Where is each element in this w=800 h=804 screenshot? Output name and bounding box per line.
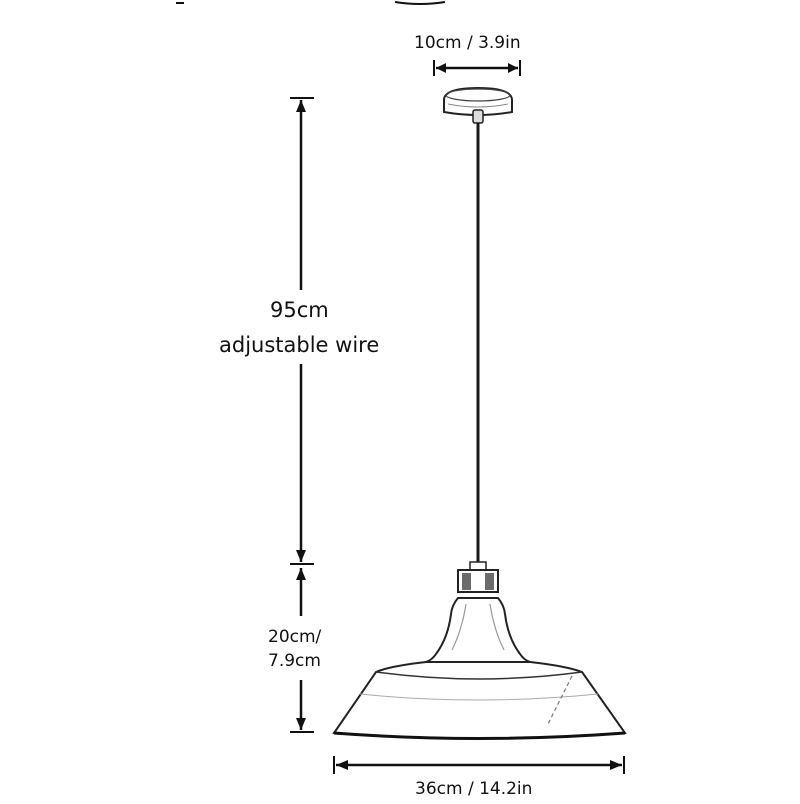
wire-note-label: adjustable wire [219,333,380,357]
shade-width-label: 36cm / 14.2in [415,779,533,799]
lamp-socket [457,561,499,599]
canopy-width-dimension [433,60,521,76]
cropped-edge-remnant [176,1,446,5]
shade-height-label-line2: 7.9cm [268,651,321,671]
ceiling-canopy [443,86,513,124]
shade-height-dimension [290,568,314,733]
lamp-shade [332,597,627,740]
wire-length-dimension [290,97,314,565]
canopy-width-label: 10cm / 3.9in [414,33,521,53]
wire-length-label: 95cm [270,298,329,322]
shade-width-dimension [333,756,625,774]
shade-height-label-line1: 20cm/ [268,627,322,647]
